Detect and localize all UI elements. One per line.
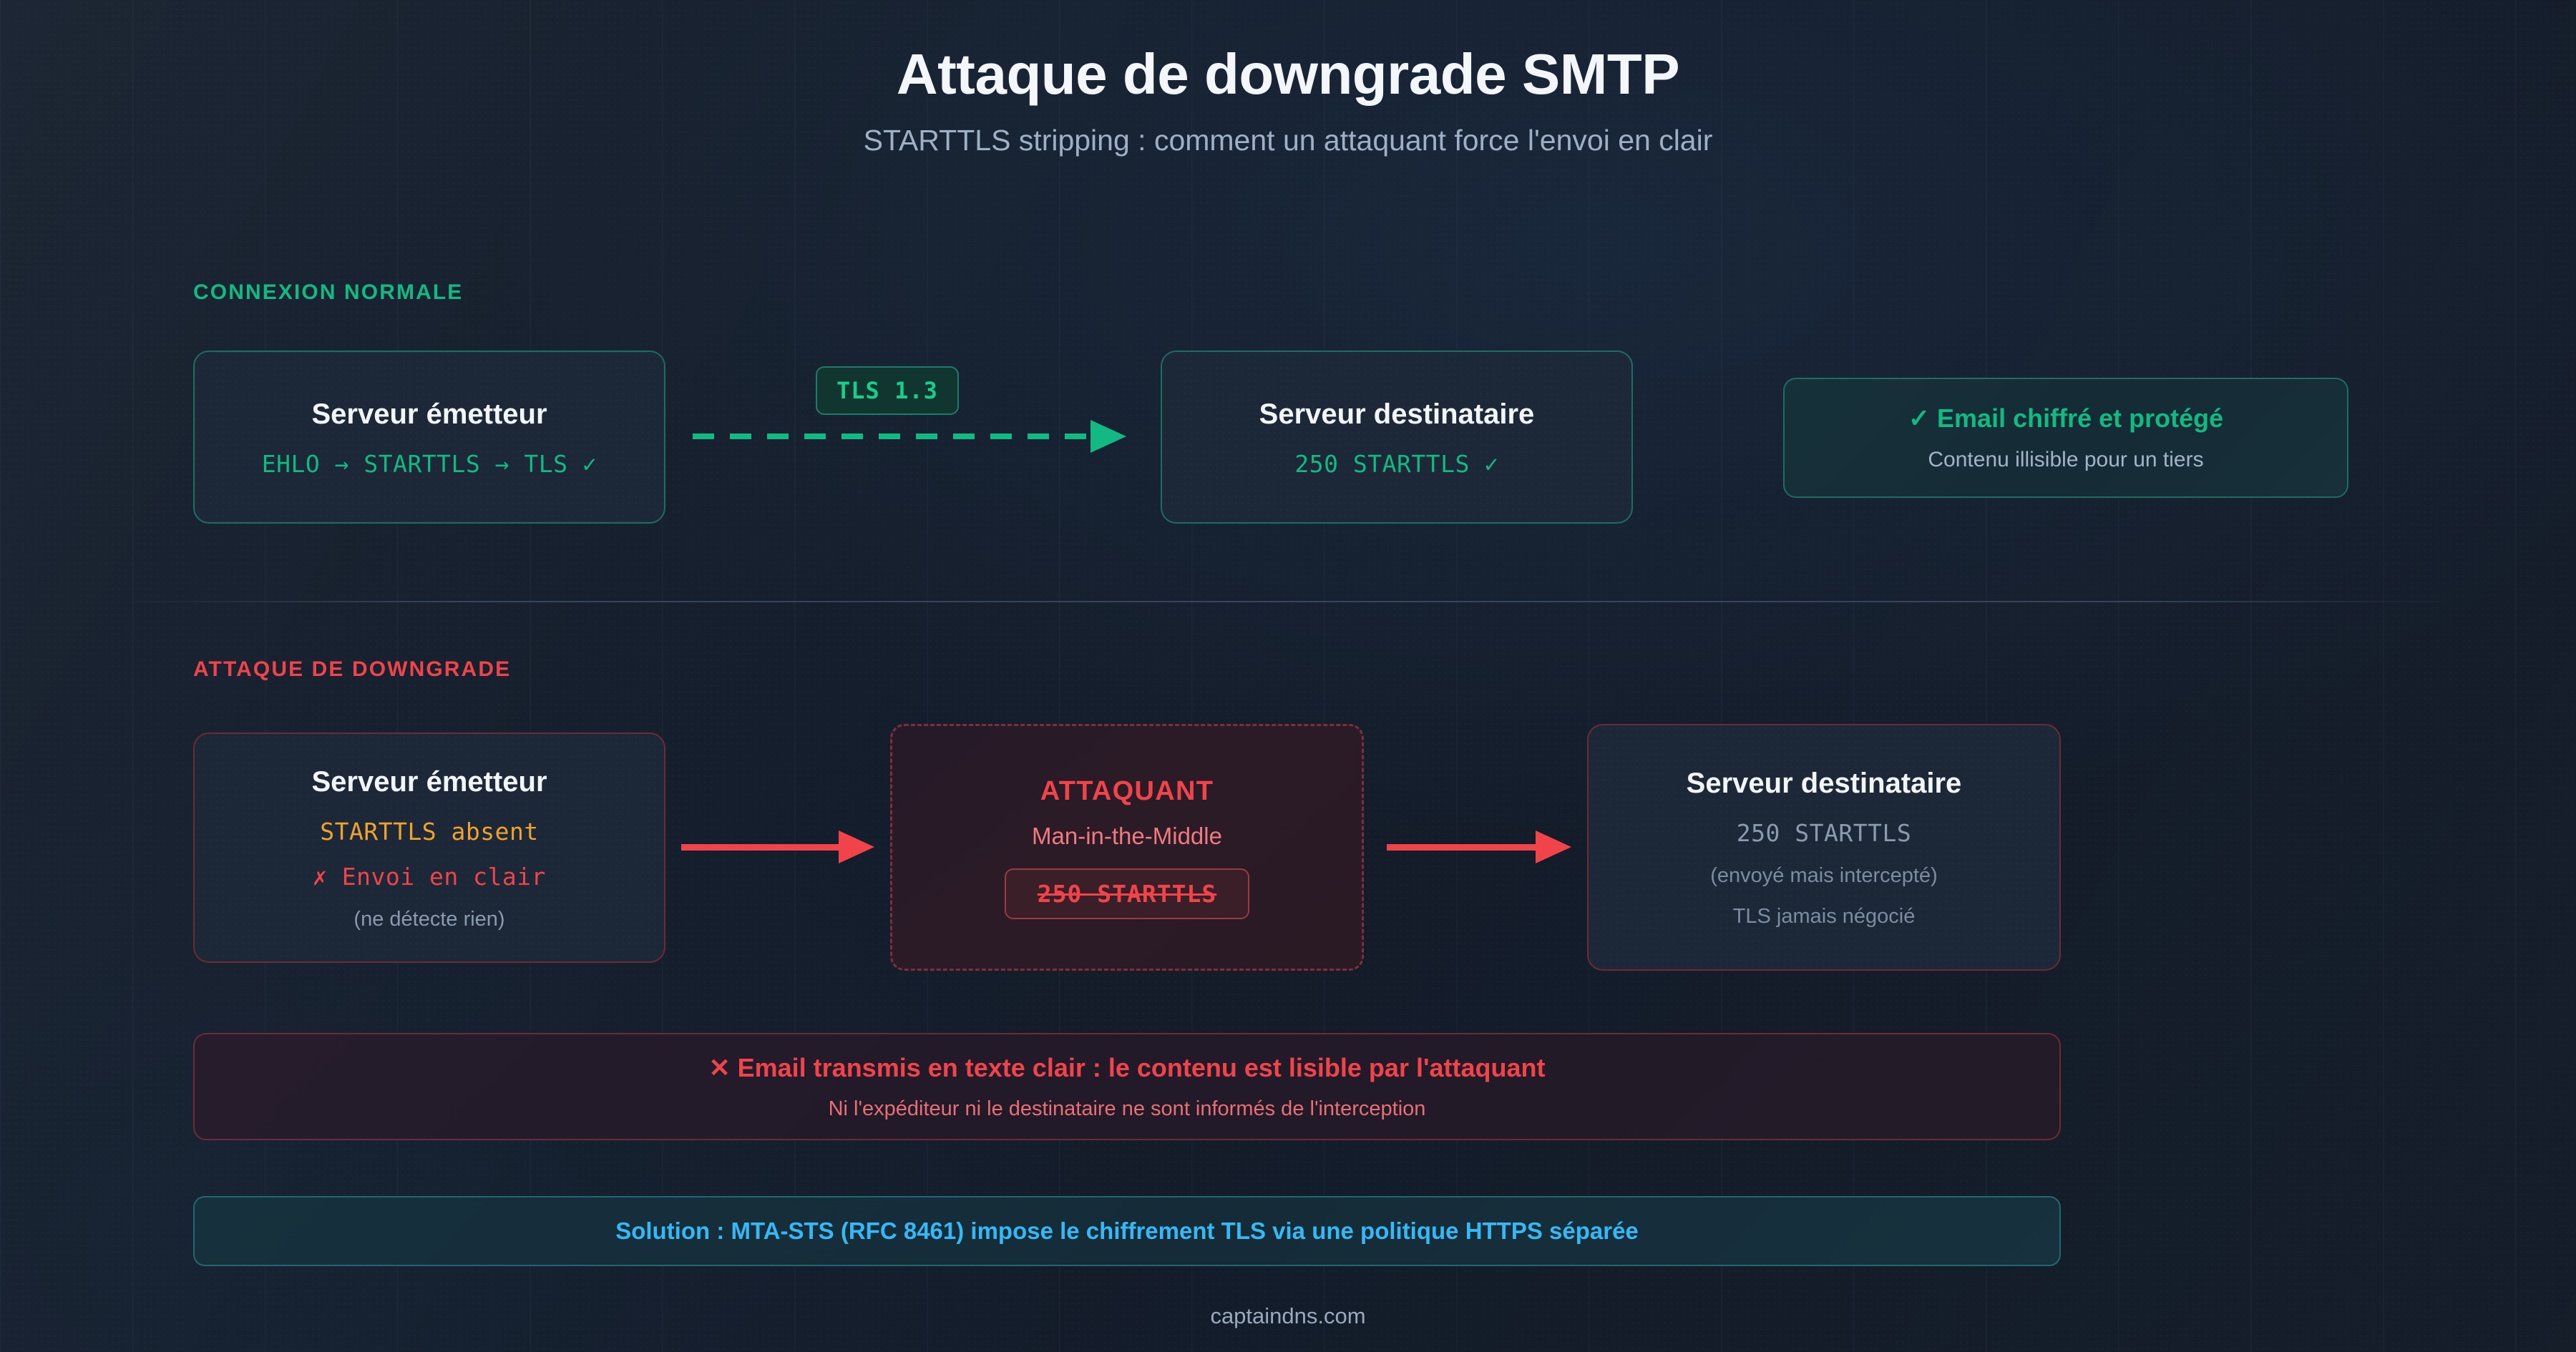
attack-sender-starttls-missing: STARTTLS absent bbox=[320, 817, 539, 846]
attack-destination-response: 250 STARTTLS bbox=[1736, 819, 1912, 847]
card-success-result: ✓ Email chiffré et protégé Contenu illis… bbox=[1783, 378, 2348, 498]
success-title: ✓ Email chiffré et protégé bbox=[1908, 403, 2224, 433]
success-subtitle: Contenu illisible pour un tiers bbox=[1928, 448, 2204, 471]
section-label-attack: ATTAQUE DE DOWNGRADE bbox=[193, 657, 512, 681]
arrow-attack-outbound bbox=[1387, 831, 1571, 863]
tls-version-badge: TLS 1.3 bbox=[816, 366, 959, 415]
card-normal-sender: Serveur émetteur EHLO → STARTTLS → TLS ✓ bbox=[193, 351, 665, 524]
page-subtitle: STARTTLS stripping : comment un attaquan… bbox=[863, 123, 1713, 157]
normal-destination-response: 250 STARTTLS ✓ bbox=[1294, 449, 1499, 478]
alert-title: ✕ Email transmis en texte clair : le con… bbox=[708, 1052, 1546, 1082]
attacker-title: ATTAQUANT bbox=[1040, 775, 1214, 806]
arrow-shaft bbox=[1387, 844, 1537, 851]
normal-sender-handshake: EHLO → STARTTLS → TLS ✓ bbox=[261, 449, 597, 478]
attack-sender-cleartext: ✗ Envoi en clair bbox=[313, 862, 546, 891]
card-attack-destination: Serveur destinataire 250 STARTTLS (envoy… bbox=[1587, 724, 2061, 971]
card-normal-destination: Serveur destinataire 250 STARTTLS ✓ bbox=[1161, 351, 1633, 524]
card-attack-sender: Serveur émetteur STARTTLS absent ✗ Envoi… bbox=[193, 733, 665, 963]
header: Attaque de downgrade SMTP STARTTLS strip… bbox=[0, 44, 2576, 157]
arrow-shaft bbox=[693, 433, 1093, 439]
normal-destination-title: Serveur destinataire bbox=[1259, 398, 1535, 430]
normal-sender-title: Serveur émetteur bbox=[311, 398, 547, 430]
attacker-subtitle: Man-in-the-Middle bbox=[1032, 822, 1222, 849]
footer-source: captaindns.com bbox=[1210, 1303, 1366, 1328]
stripped-command-chip: 250 STARTTLS bbox=[1004, 868, 1250, 919]
arrow-head bbox=[1536, 831, 1571, 863]
attack-sender-title: Serveur émetteur bbox=[311, 765, 547, 798]
solution-bar: Solution : MTA-STS (RFC 8461) impose le … bbox=[193, 1196, 2061, 1266]
attack-destination-note-intercepted: (envoyé mais intercepté) bbox=[1710, 864, 1938, 887]
arrow-attack-inbound bbox=[681, 831, 874, 863]
card-attacker: ATTAQUANT Man-in-the-Middle 250 STARTTLS bbox=[890, 724, 1364, 971]
page-title: Attaque de downgrade SMTP bbox=[896, 42, 1680, 106]
arrow-head bbox=[1091, 420, 1126, 453]
section-divider bbox=[132, 601, 2444, 602]
section-label-normal: CONNEXION NORMALE bbox=[193, 280, 464, 304]
attack-destination-title: Serveur destinataire bbox=[1686, 768, 1962, 799]
arrow-encrypted-dashed bbox=[693, 420, 1136, 453]
arrow-head bbox=[839, 831, 874, 863]
arrow-shaft bbox=[681, 844, 840, 851]
attack-sender-note: (ne détecte rien) bbox=[353, 907, 505, 931]
attack-destination-note-no-tls: TLS jamais négocié bbox=[1732, 905, 1916, 928]
alert-subtitle: Ni l'expéditeur ni le destinataire ne so… bbox=[828, 1097, 1426, 1120]
solution-text: Solution : MTA-STS (RFC 8461) impose le … bbox=[615, 1218, 1639, 1244]
alert-banner-cleartext: ✕ Email transmis en texte clair : le con… bbox=[193, 1033, 2061, 1140]
